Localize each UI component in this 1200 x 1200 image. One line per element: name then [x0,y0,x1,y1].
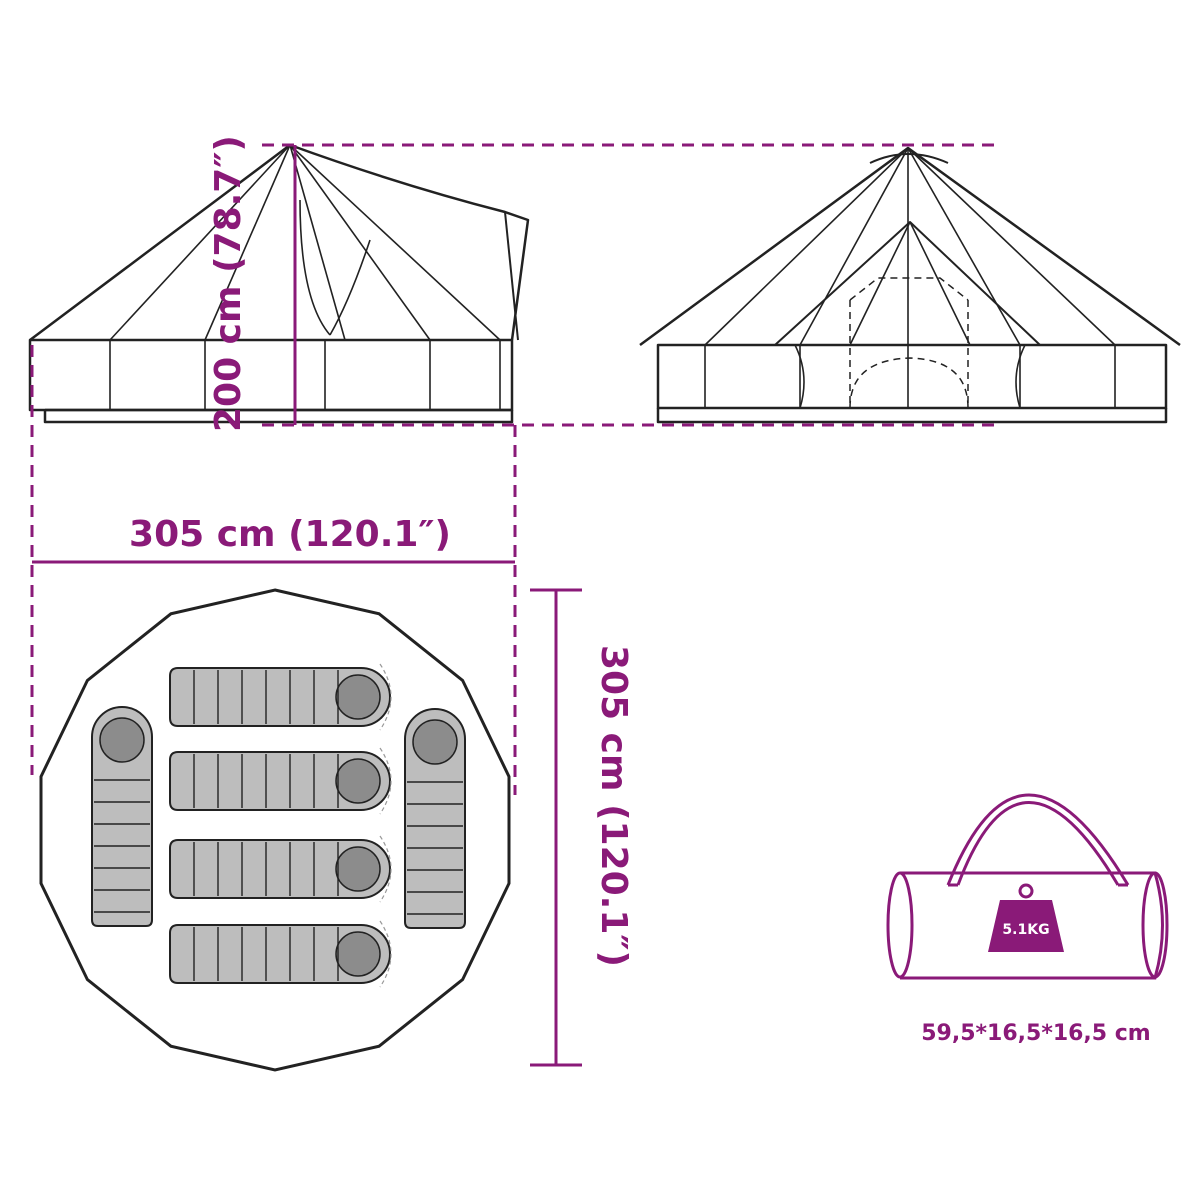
sleeping-bag [169,663,392,731]
sleeping-bag [169,747,392,815]
tent-front-view [639,146,1181,424]
bag-size-label: 59,5*16,5*16,5 cm [921,1021,1150,1046]
floor-plan [39,588,511,1072]
width-dimension-label: 305 cm (120.1″) [129,514,451,555]
sleeping-bags-horizontal [169,663,392,988]
sleeping-bag [169,920,392,988]
carry-bag [886,793,1169,980]
sleeping-bag [404,708,466,929]
sleeping-bag [91,706,153,927]
depth-dimension-label: 305 cm (120.1″) [593,645,634,967]
weight-icon [988,883,1064,952]
sleeping-bags-vertical [91,706,466,929]
floor-outline [39,588,511,1072]
weight-label: 5.1KG [1002,922,1049,938]
sleeping-bag [169,835,392,903]
dimension-guides [30,143,995,1067]
height-dimension-label: 200 cm (78.7″) [208,135,249,432]
tent-side-view [28,143,530,424]
